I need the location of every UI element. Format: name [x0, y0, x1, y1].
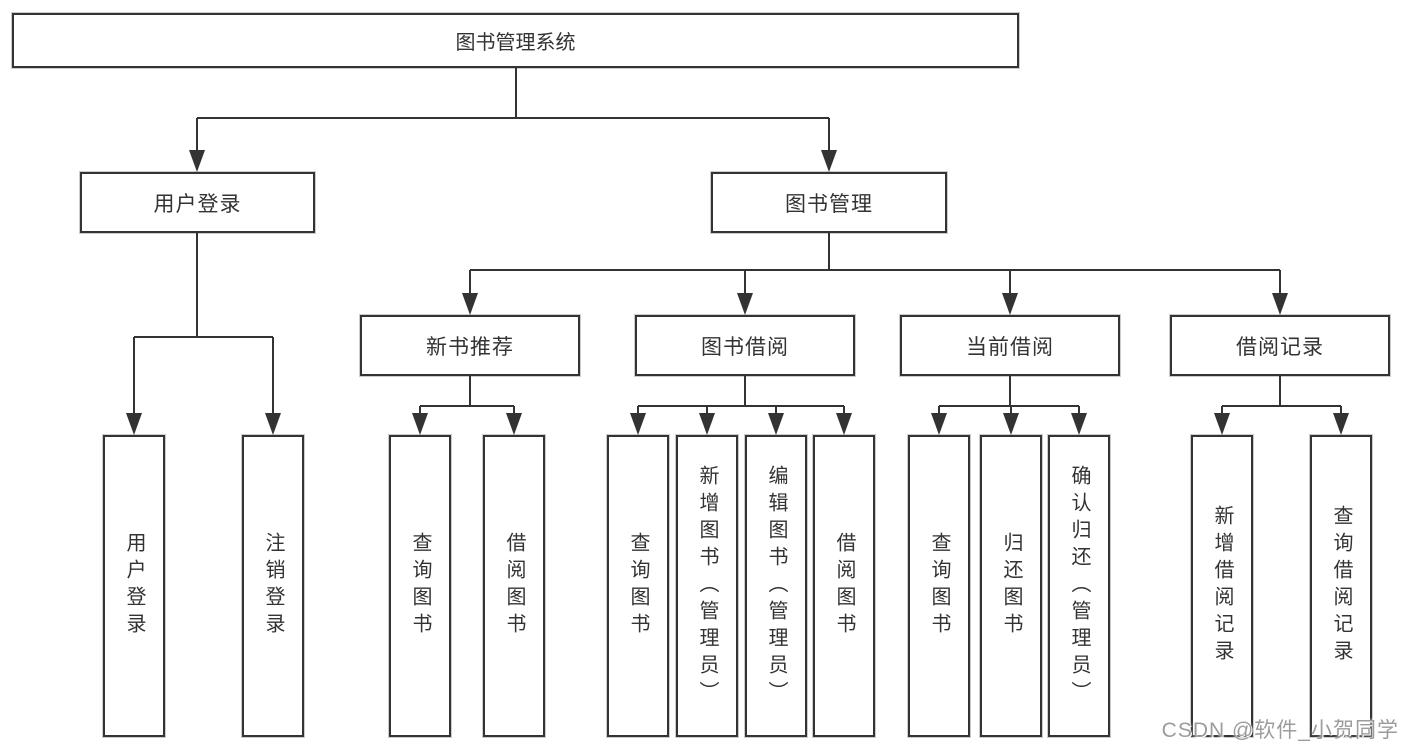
- leaf-return-books: 归还图书: [980, 435, 1042, 737]
- arrowhead-icons: [126, 150, 1349, 435]
- node-label: 用户登录: [153, 192, 242, 216]
- node-book-management-branch: 图书管理: [711, 172, 947, 233]
- node-book-borrowing: 图书借阅: [635, 315, 855, 376]
- leaf-edit-books-admin: 编辑图书（管理员）: [745, 435, 807, 737]
- node-label: 查询借阅记录: [1330, 505, 1352, 667]
- leaf-query-books-3: 查询图书: [908, 435, 970, 737]
- leaf-add-books-admin: 新增图书（管理员）: [676, 435, 738, 737]
- node-label: 借阅记录: [1236, 335, 1324, 359]
- node-label: 查询图书: [928, 532, 950, 640]
- leaf-borrow-books-2: 借阅图书: [813, 435, 875, 737]
- leaf-query-books-1: 查询图书: [389, 435, 451, 737]
- node-label: 编辑图书（管理员）: [765, 464, 787, 708]
- leaf-query-books-2: 查询图书: [607, 435, 669, 737]
- leaf-user-login: 用户登录: [103, 435, 165, 737]
- node-label: 确认归还（管理员）: [1068, 464, 1090, 708]
- leaf-query-borrow-record: 查询借阅记录: [1310, 435, 1372, 737]
- leaf-logout: 注销登录: [242, 435, 304, 737]
- node-label: 新增图书（管理员）: [696, 464, 718, 708]
- node-label: 图书管理系统: [455, 32, 576, 54]
- leaf-confirm-return-admin: 确认归还（管理员）: [1048, 435, 1110, 737]
- node-label: 借阅图书: [833, 532, 855, 640]
- node-label: 图书管理: [785, 192, 873, 216]
- node-label: 归还图书: [1000, 532, 1022, 640]
- node-label: 注销登录: [262, 532, 284, 640]
- leaf-add-borrow-record: 新增借阅记录: [1191, 435, 1253, 737]
- node-label: 图书借阅: [701, 335, 789, 359]
- node-label: 查询图书: [627, 532, 649, 640]
- node-book-management-system: 图书管理系统: [12, 13, 1019, 68]
- node-label: 查询图书: [409, 532, 431, 640]
- node-new-book-recommendation: 新书推荐: [360, 315, 580, 376]
- leaf-borrow-books-1: 借阅图书: [483, 435, 545, 737]
- node-label: 用户登录: [123, 532, 145, 640]
- node-borrowing-records: 借阅记录: [1170, 315, 1390, 376]
- node-label: 借阅图书: [503, 532, 525, 640]
- node-label: 新增借阅记录: [1211, 505, 1233, 667]
- node-current-borrowing: 当前借阅: [900, 315, 1120, 376]
- node-label: 新书推荐: [426, 335, 514, 359]
- node-user-login-branch: 用户登录: [80, 172, 315, 233]
- csdn-watermark: CSDN @软件_小贺同学: [1161, 719, 1399, 742]
- node-label: 当前借阅: [966, 335, 1054, 359]
